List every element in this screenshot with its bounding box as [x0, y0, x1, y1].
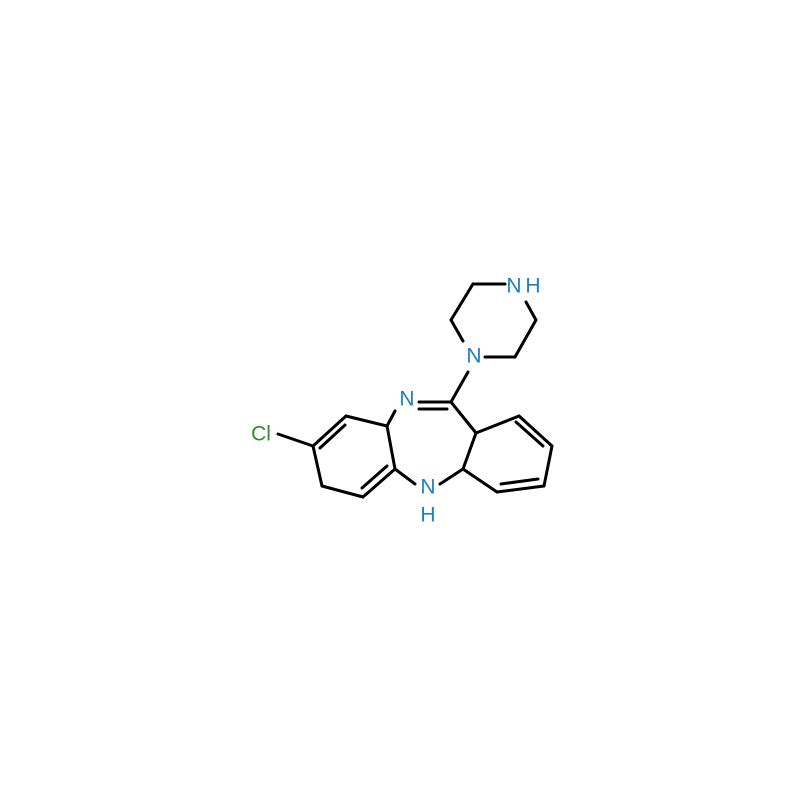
bond-pip-c5-c6: [513, 318, 538, 359]
bond-l2-l3: [311, 414, 348, 448]
bond-l3-l4: [311, 444, 324, 488]
atom-label-bridge-nh-h: H: [420, 504, 435, 527]
bond-l1-l2: [344, 414, 389, 428]
bond-r1-r2: [461, 431, 478, 471]
bond-r6-r1: [474, 414, 521, 435]
bond-l5-l6-inner: [360, 464, 389, 490]
atom-label-imine-nitrogen: N: [399, 388, 414, 411]
bond-n10-c9a: [385, 409, 397, 428]
bond-c11-c11a: [449, 400, 478, 435]
bond-set: [276, 282, 554, 499]
atom-label-piperazine-nh-n: N: [506, 275, 521, 298]
bond-pip-c6-nh: [524, 300, 538, 322]
bond-r2-r3: [461, 467, 499, 494]
bond-r3-r4-inner: [499, 477, 540, 486]
bond-c-cl: [276, 432, 315, 448]
bond-r5-r6: [517, 414, 554, 448]
atom-label-set: Cl N N N H N H: [251, 275, 541, 527]
bond-l5-l6: [361, 467, 397, 499]
bond-r3-r4: [495, 484, 546, 494]
bond-r5-r6-inner: [514, 420, 545, 448]
atom-label-piperazine-nh-h: H: [525, 275, 540, 298]
bond-r4-r5: [542, 444, 554, 488]
bond-l2-l3-inner: [318, 423, 347, 450]
bond-l4-l5: [320, 484, 365, 499]
atom-label-chlorine: Cl: [251, 423, 271, 446]
bond-l6-l1: [385, 424, 397, 471]
bond-l6-nh: [393, 467, 417, 486]
bond-nh-r2: [438, 467, 465, 486]
atom-label-bridge-nh-n: N: [420, 476, 435, 499]
bond-pip-c3-n1: [449, 318, 465, 343]
bond-pipn-c11: [449, 370, 470, 404]
atom-label-piperazine-n1: N: [466, 345, 481, 368]
bond-pip-c2-c3: [449, 282, 475, 322]
